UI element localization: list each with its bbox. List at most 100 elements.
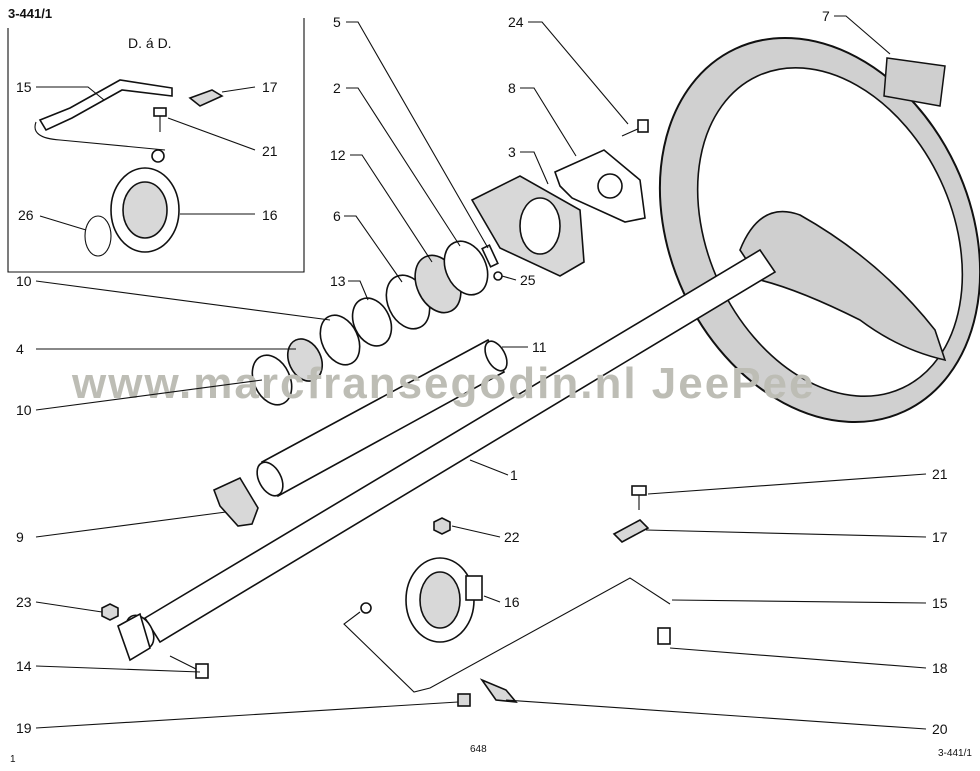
inset-label-15: 15 [16, 79, 32, 95]
label-2: 2 [333, 80, 341, 96]
inset-leader-15 [36, 86, 105, 101]
ball-25 [493, 271, 503, 281]
bolt-21-head [631, 485, 647, 496]
leader-22 [451, 525, 501, 538]
column-yoke [117, 612, 151, 662]
tube-11 [256, 338, 508, 498]
label-14: 14 [16, 658, 32, 674]
inset-leader-21 [167, 117, 256, 151]
corner-number: 1 [10, 754, 16, 765]
leader-18 [669, 647, 927, 669]
block-19 [457, 693, 471, 707]
label-10-lower: 10 [16, 402, 32, 418]
nut-22-body [433, 517, 451, 535]
horn-pad-7 [883, 57, 946, 107]
pin-5 [481, 244, 499, 268]
leader-12 [350, 154, 433, 263]
label-17: 17 [932, 529, 948, 545]
inset-label-17: 17 [262, 79, 278, 95]
nut-23 [101, 603, 119, 621]
column-tube-1 [117, 248, 777, 662]
clip-17 [612, 519, 650, 543]
inset-leader-26 [39, 215, 87, 231]
inset-housing-16-bore [122, 181, 168, 239]
inset-bolt-21-head [153, 107, 167, 117]
bolt-21 [631, 485, 647, 510]
inset-rod-end [151, 149, 165, 163]
leader-1 [469, 459, 509, 476]
leader-10a [35, 280, 331, 321]
inset-leader-17 [221, 86, 256, 93]
leader-21 [647, 473, 927, 495]
inset-label-26: 26 [18, 207, 34, 223]
bolt-24 [621, 119, 649, 137]
sheet-reference-bottom: 3-441/1 [938, 748, 972, 759]
tube-11-end [256, 461, 284, 497]
label-10-upper: 10 [16, 273, 32, 289]
label-20: 20 [932, 721, 948, 737]
leader-5 [346, 21, 489, 249]
label-4: 4 [16, 341, 24, 357]
tube-11-far-end [484, 340, 508, 372]
block-19-body [457, 693, 471, 707]
bolt-24-head [637, 119, 649, 133]
leader-7 [834, 15, 891, 55]
clamp-9-body [212, 476, 259, 527]
leader-14 [35, 665, 201, 673]
bolt-14-shank [169, 655, 199, 671]
label-25: 25 [520, 272, 536, 288]
rod-15 [343, 577, 671, 693]
watermark: www.marcfransegodin.nl JeePee [71, 359, 816, 408]
leader-10b [35, 379, 263, 411]
steering-wheel-7 [658, 36, 980, 424]
inset-rod-15 [38, 79, 173, 132]
sheet-reference-top: 3-441/1 [8, 6, 52, 21]
label-11: 11 [532, 339, 547, 355]
switch-housing-16-bore [419, 571, 461, 629]
label-15: 15 [932, 595, 948, 611]
label-3: 3 [508, 144, 516, 160]
wheel-spoke [739, 210, 947, 362]
leader-13 [348, 280, 369, 301]
inset-frame [7, 18, 305, 273]
spring-4 [286, 338, 324, 382]
label-7: 7 [822, 8, 830, 24]
rod-15-body [343, 577, 671, 693]
bolt-14-head [195, 663, 209, 679]
label-5: 5 [333, 14, 341, 30]
leader-25 [501, 275, 517, 281]
label-23: 23 [16, 594, 32, 610]
leader-8 [520, 87, 577, 157]
inset-clip-17 [188, 89, 224, 107]
clip-17-body [612, 519, 650, 543]
plate-8 [553, 149, 646, 223]
leader-24 [528, 21, 629, 125]
label-19: 19 [16, 720, 32, 736]
leader-17 [645, 529, 927, 538]
label-13: 13 [330, 273, 346, 289]
inset-label-21: 21 [262, 143, 278, 159]
leader-15 [671, 599, 927, 604]
leader-9 [35, 511, 227, 538]
switch-housing-16-lug [465, 575, 483, 601]
column-tube-body [143, 248, 777, 644]
switch-housing-16 [405, 557, 483, 643]
bearing-stack [251, 240, 503, 406]
flange-housing-3 [470, 175, 585, 277]
label-18: 18 [932, 660, 948, 676]
rod-15-end [360, 602, 372, 614]
plug-18-body [657, 627, 671, 645]
leader-6 [344, 215, 403, 283]
leader-20 [505, 699, 927, 730]
page-number: 648 [470, 744, 487, 755]
label-21: 21 [932, 466, 948, 482]
plug-18 [657, 627, 671, 645]
label-9: 9 [16, 529, 24, 545]
inset-circlip-26 [84, 215, 112, 257]
inset-lhd-panel: D. á D. 15 17 21 26 16 [7, 18, 305, 273]
plate-8-hole [597, 173, 623, 199]
label-12: 12 [330, 147, 346, 163]
label-24: 24 [508, 14, 524, 30]
leader-2 [346, 87, 461, 247]
